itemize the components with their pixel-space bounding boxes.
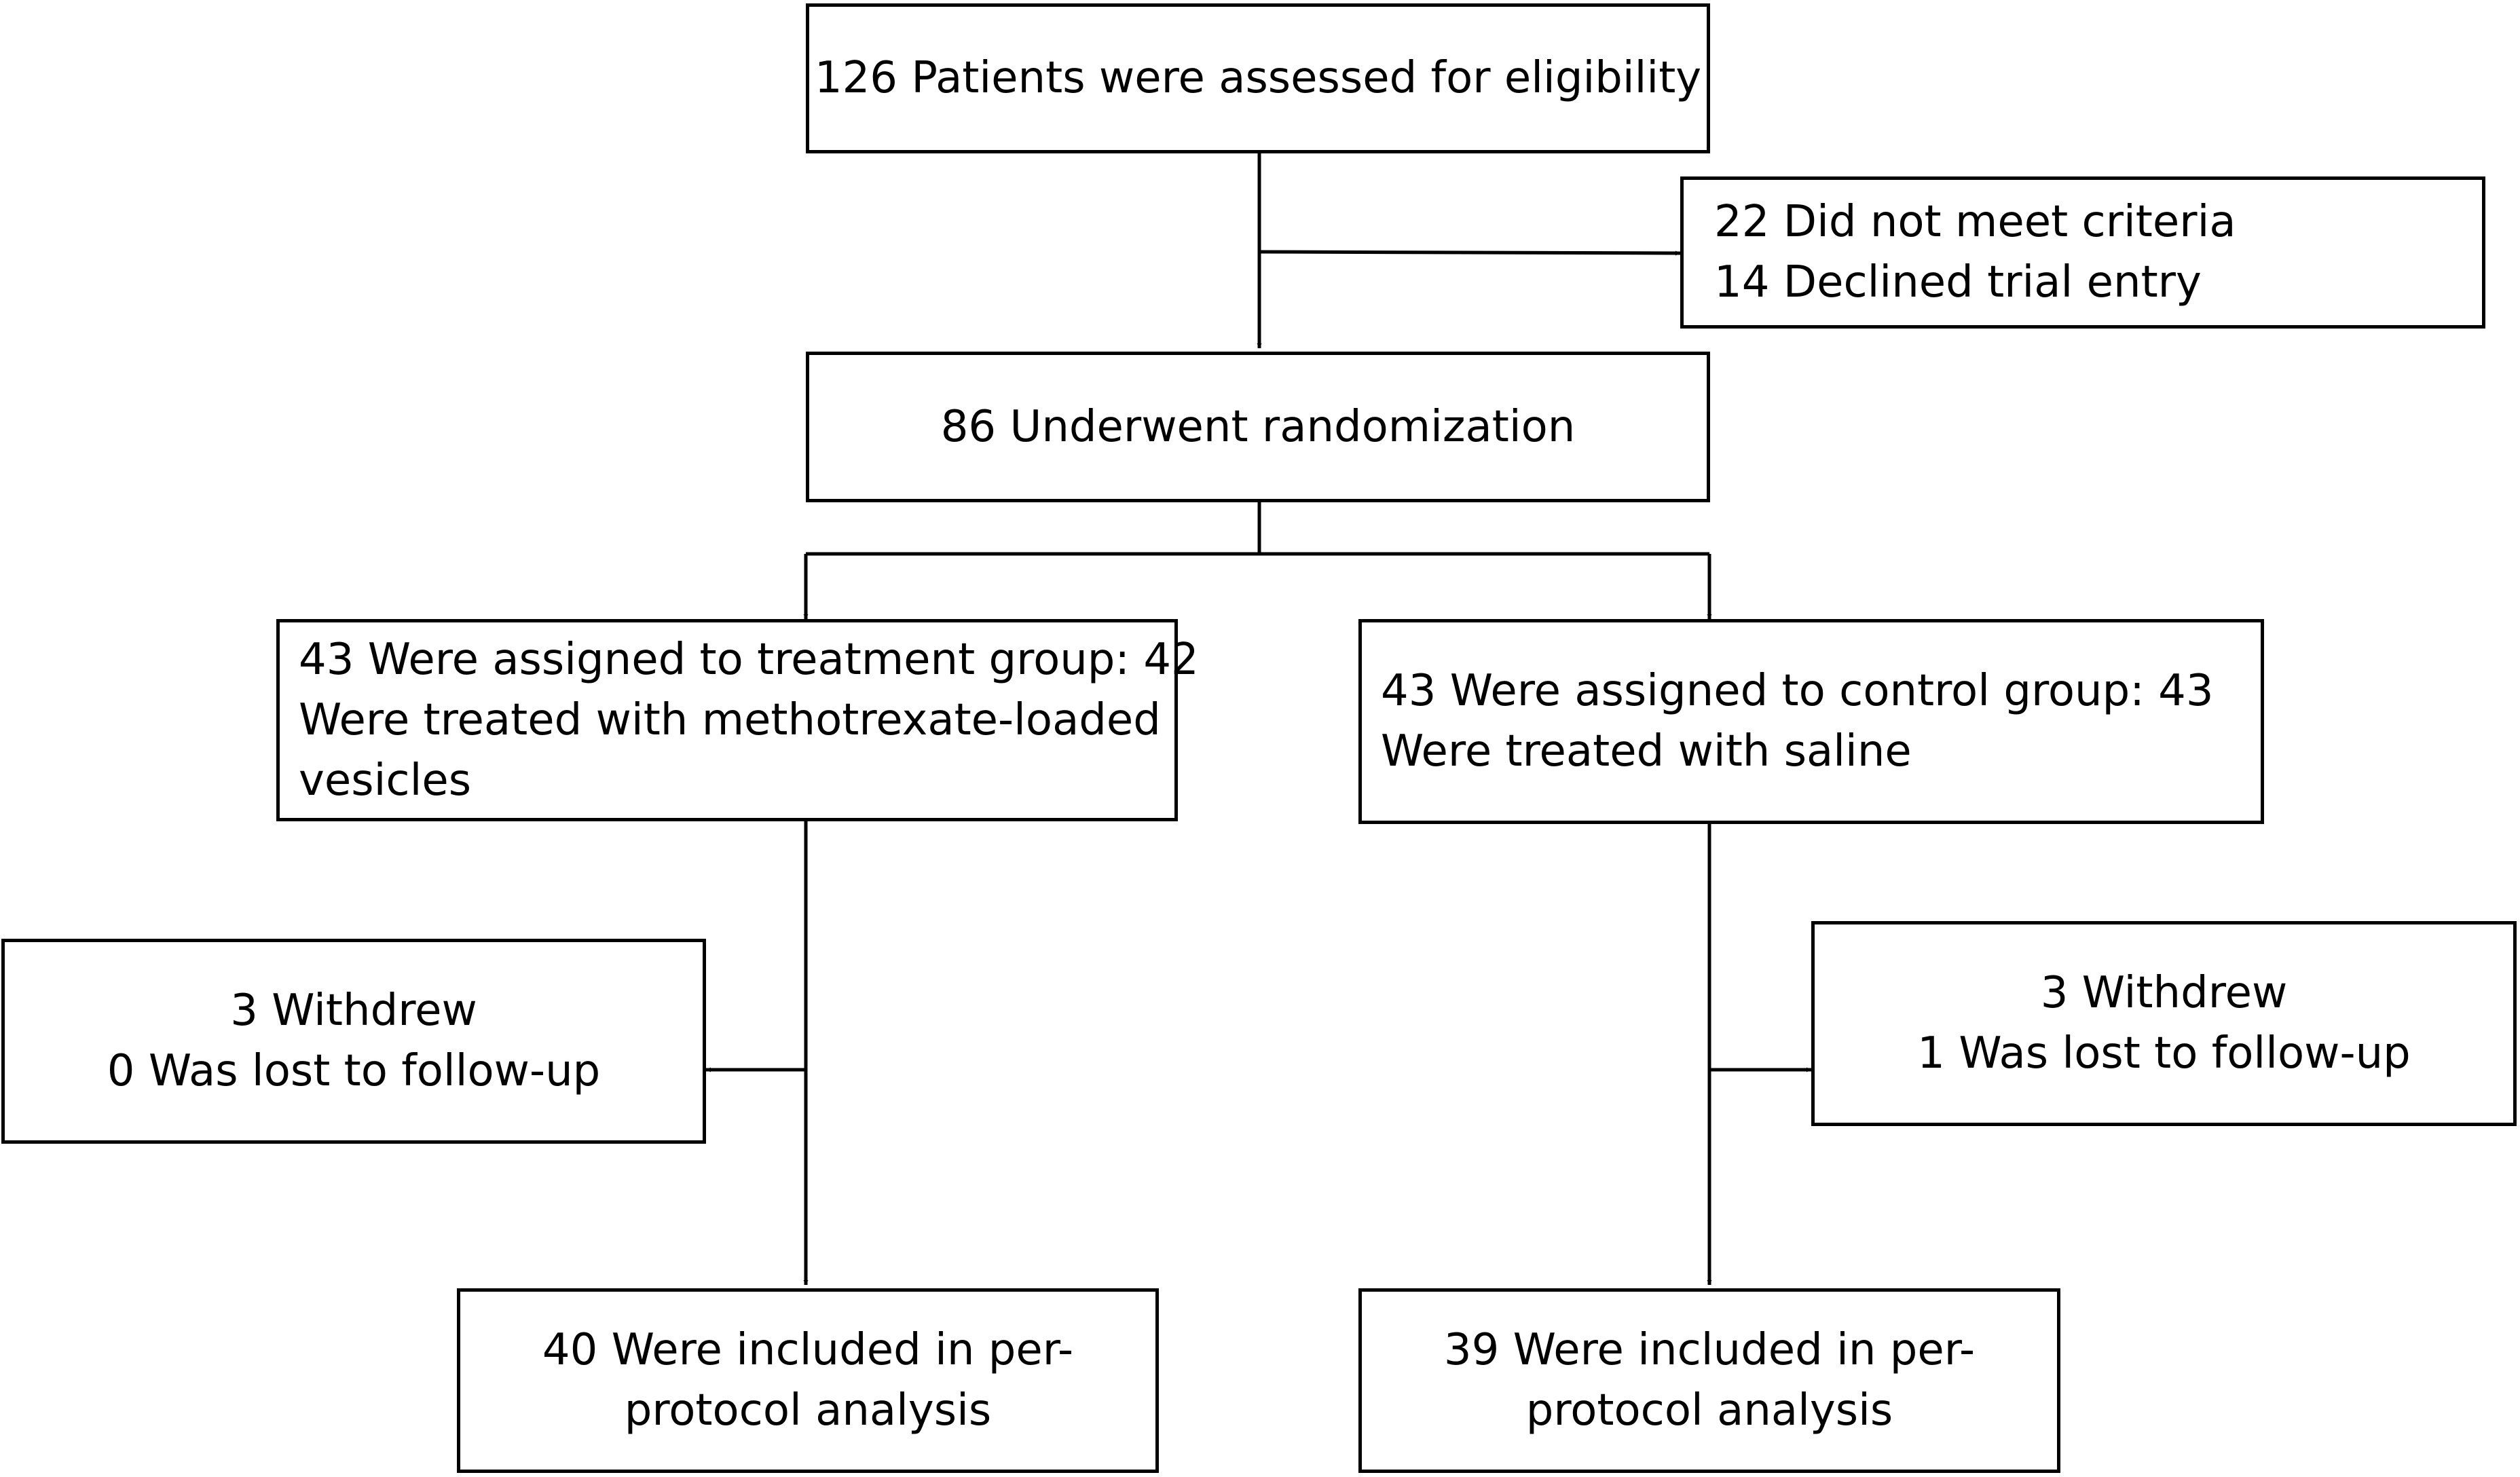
treatment-dropout-box: 3 Withdrew 0 Was lost to follow-up [1, 939, 706, 1144]
control-line-2: Were treated with saline [1381, 726, 1912, 777]
treatment-dropout-line-1: 3 Withdrew [230, 986, 477, 1036]
excluded-line-2: 14 Declined trial entry [1714, 257, 2202, 307]
randomized-line-1: 86 Underwent randomization [940, 401, 1576, 452]
treatment-analysis-line-2: protocol analysis [624, 1385, 992, 1436]
control-analysis-line-1: 39 Were included in per- [1443, 1325, 1976, 1375]
treatment-analysis-line-1: 40 Were included in per- [542, 1325, 1074, 1375]
randomized-box: 86 Underwent randomization [806, 352, 1710, 502]
arrow-to-excluded [1259, 250, 1681, 256]
excluded-box: 22 Did not meet criteria 14 Declined tri… [1680, 176, 2485, 329]
treatment-line-3: vesicles [299, 755, 472, 806]
excluded-line-1: 22 Did not meet criteria [1714, 197, 2236, 247]
treatment-line-2: Were treated with methotrexate-loaded [299, 694, 1161, 745]
assessed-line-1: 126 Patients were assessed for eligibili… [814, 53, 1702, 103]
assessed-box: 126 Patients were assessed for eligibili… [806, 3, 1710, 153]
treatment-line-1: 43 Were assigned to treatment group: 42 [299, 634, 1199, 685]
control-box: 43 Were assigned to control group: 43 We… [1358, 619, 2264, 824]
control-dropout-line-2: 1 Was lost to follow-up [1917, 1028, 2411, 1079]
control-dropout-line-1: 3 Withdrew [2040, 968, 2288, 1018]
control-line-1: 43 Were assigned to control group: 43 [1381, 666, 2214, 716]
control-analysis-box: 39 Were included in per- protocol analys… [1358, 1288, 2060, 1473]
treatment-dropout-line-2: 0 Was lost to follow-up [107, 1046, 601, 1096]
control-analysis-line-2: protocol analysis [1525, 1385, 1893, 1436]
treatment-box: 43 Were assigned to treatment group: 42 … [276, 619, 1199, 821]
treatment-analysis-box: 40 Were included in per- protocol analys… [457, 1288, 1159, 1473]
control-dropout-box: 3 Withdrew 1 Was lost to follow-up [1811, 921, 2517, 1126]
